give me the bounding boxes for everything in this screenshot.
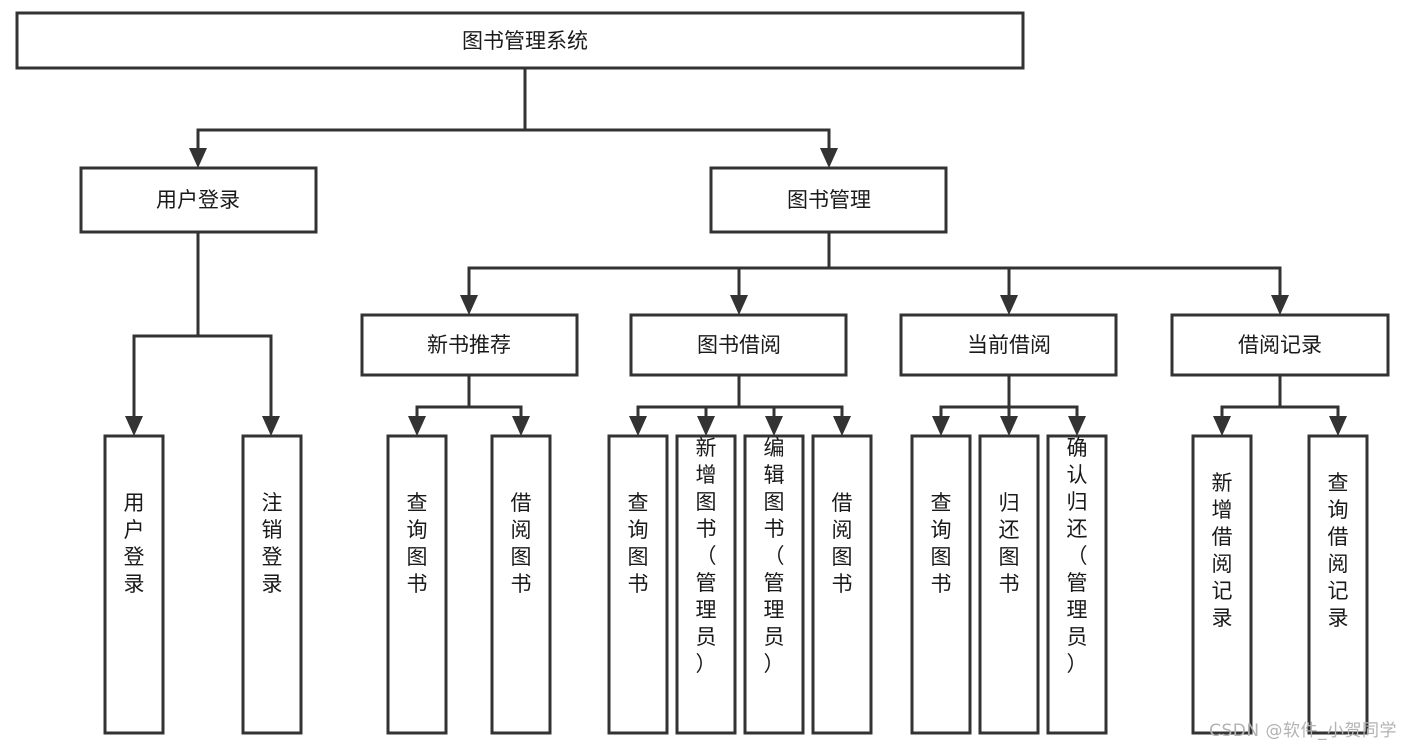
node-bookmgmt[interactable]: 图书管理 xyxy=(709,166,948,234)
node-leaf-current-query[interactable]: 查询图书 xyxy=(910,434,972,735)
node-leaf-current-query-box[interactable] xyxy=(910,434,972,735)
node-leaf-newbook-query-label: 查询图书 xyxy=(407,491,428,596)
node-login[interactable]: 用户登录 xyxy=(79,166,318,234)
arrow-root-to-login xyxy=(189,148,207,168)
node-leaf-newbook-borrow-box[interactable] xyxy=(490,434,552,735)
csdn-watermark: CSDN @软件_小贺同学 xyxy=(1209,721,1397,741)
node-current-box[interactable] xyxy=(899,313,1118,377)
node-login-label: 用户登录 xyxy=(156,188,240,212)
connector-group-root xyxy=(189,66,838,168)
node-leaf-current-query-label: 查询图书 xyxy=(931,491,952,596)
node-leaf-newbook-borrow[interactable]: 借阅图书 xyxy=(490,434,552,735)
node-leaf-user-logout-label: 注销登录 xyxy=(262,491,283,596)
node-leaf-borrow-edit[interactable]: 编辑图书（管理员） xyxy=(743,434,805,735)
node-borrow[interactable]: 图书借阅 xyxy=(629,313,848,377)
arrow-borrow-child-4 xyxy=(833,416,851,436)
node-leaf-current-return-box[interactable] xyxy=(978,434,1040,735)
node-leaf-records-add-box[interactable] xyxy=(1191,434,1253,735)
node-leaf-records-add[interactable]: 新增借阅记录 xyxy=(1191,434,1253,735)
node-leaf-current-return[interactable]: 归还图书 xyxy=(978,434,1040,735)
arrow-root-to-bookmgmt xyxy=(820,148,838,168)
node-leaf-borrow-query[interactable]: 查询图书 xyxy=(607,434,669,735)
arrow-borrow-child-1 xyxy=(629,416,647,436)
node-leaf-borrow-edit-label: 编辑图书（管理员） xyxy=(764,436,785,676)
node-root-label: 图书管理系统 xyxy=(462,29,588,53)
node-leaf-current-return-label: 归还图书 xyxy=(999,491,1020,596)
node-root-box[interactable] xyxy=(15,11,1025,70)
node-leaf-current-confirm[interactable]: 确认归还（管理员） xyxy=(1046,434,1108,735)
node-leaf-newbook-borrow-label: 借阅图书 xyxy=(511,491,532,596)
node-leaf-borrow-query-label: 查询图书 xyxy=(628,491,649,596)
arrow-bookmgmt-child-1 xyxy=(460,295,478,315)
node-records-box[interactable] xyxy=(1170,313,1390,377)
node-newbook[interactable]: 新书推荐 xyxy=(360,313,579,377)
connector-group-newbook xyxy=(408,373,530,436)
node-leaf-borrow-add[interactable]: 新增图书（管理员） xyxy=(675,434,737,735)
node-leaf-borrow-add-label: 新增图书（管理员） xyxy=(696,436,717,676)
node-leaf-current-confirm-label: 确认归还（管理员） xyxy=(1067,436,1088,676)
node-newbook-label: 新书推荐 xyxy=(427,333,511,357)
node-bookmgmt-box[interactable] xyxy=(709,166,948,234)
arrow-newbook-child-1 xyxy=(408,416,426,436)
connector-group-records xyxy=(1213,373,1347,436)
node-leaf-records-query-label: 查询借阅记录 xyxy=(1328,471,1349,630)
node-leaf-user-login-label: 用户登录 xyxy=(124,491,145,596)
node-leaf-user-login[interactable]: 用户登录 xyxy=(103,434,165,735)
node-leaf-borrow-borrow-box[interactable] xyxy=(811,434,873,735)
node-leaf-user-logout[interactable]: 注销登录 xyxy=(241,434,303,735)
connector-group-login xyxy=(125,230,280,436)
node-leaf-borrow-add-box[interactable] xyxy=(675,434,737,735)
node-root[interactable]: 图书管理系统 xyxy=(15,11,1025,70)
node-newbook-box[interactable] xyxy=(360,313,579,377)
node-leaf-newbook-query[interactable]: 查询图书 xyxy=(386,434,448,735)
arrow-login-child-1 xyxy=(125,416,143,436)
arrow-bookmgmt-child-4 xyxy=(1271,295,1289,315)
connector-group-bookmgmt xyxy=(460,230,1289,315)
node-leaf-user-logout-box[interactable] xyxy=(241,434,303,735)
node-leaf-borrow-borrow[interactable]: 借阅图书 xyxy=(811,434,873,735)
node-leaf-borrow-borrow-label: 借阅图书 xyxy=(832,491,853,596)
arrow-current-child-1 xyxy=(932,416,950,436)
arrow-bookmgmt-child-3 xyxy=(1000,295,1018,315)
node-login-box[interactable] xyxy=(79,166,318,234)
node-leaf-records-query[interactable]: 查询借阅记录 xyxy=(1307,434,1369,735)
arrow-current-child-3 xyxy=(1068,416,1086,436)
node-leaf-borrow-edit-box[interactable] xyxy=(743,434,805,735)
arrow-records-child-2 xyxy=(1329,416,1347,436)
node-leaf-records-add-label: 新增借阅记录 xyxy=(1212,471,1233,630)
node-leaf-newbook-query-box[interactable] xyxy=(386,434,448,735)
node-records[interactable]: 借阅记录 xyxy=(1170,313,1390,377)
arrow-login-child-2 xyxy=(262,416,280,436)
node-current-label: 当前借阅 xyxy=(967,333,1051,357)
node-borrow-label: 图书借阅 xyxy=(697,333,781,357)
connector-group-current xyxy=(932,373,1086,436)
arrow-newbook-child-2 xyxy=(512,416,530,436)
node-records-label: 借阅记录 xyxy=(1238,333,1322,357)
node-bookmgmt-label: 图书管理 xyxy=(787,188,871,212)
arrow-bookmgmt-child-2 xyxy=(730,295,748,315)
node-leaf-current-confirm-box[interactable] xyxy=(1046,434,1108,735)
arrow-current-child-2 xyxy=(1000,416,1018,436)
arrow-records-child-1 xyxy=(1213,416,1231,436)
arrow-borrow-child-3 xyxy=(765,416,783,436)
arrow-borrow-child-2 xyxy=(697,416,715,436)
node-current[interactable]: 当前借阅 xyxy=(899,313,1118,377)
connector-group-borrow xyxy=(629,373,851,436)
node-borrow-box[interactable] xyxy=(629,313,848,377)
node-leaf-user-login-box[interactable] xyxy=(103,434,165,735)
node-leaf-borrow-query-box[interactable] xyxy=(607,434,669,735)
node-leaf-records-query-box[interactable] xyxy=(1307,434,1369,735)
